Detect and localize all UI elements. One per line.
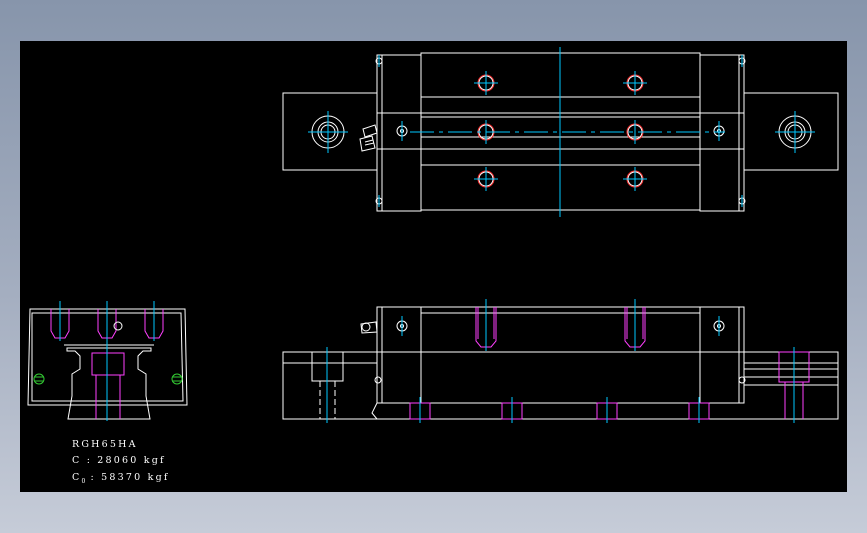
hidden-lines (50, 307, 810, 420)
block-side (420, 306, 701, 404)
dynamic-load-label: C : 28060 kgf (72, 455, 166, 466)
grease-nipples-green (33, 373, 183, 385)
centerlines (59, 47, 815, 423)
cad-viewport[interactable]: RGH65HA C : 28060 kgf C0 : 58370 kgf (20, 41, 847, 492)
rail-profile (66, 347, 152, 420)
model-label: RGH65HA (72, 439, 138, 450)
side-view (282, 306, 839, 420)
static-load-label: C0 : 58370 kgf (72, 472, 170, 485)
end-view (27, 308, 188, 420)
end-seal-right (699, 54, 745, 212)
cad-drawing (27, 47, 839, 423)
grease-nipple-top (359, 124, 378, 152)
end-seal-left (376, 54, 422, 212)
